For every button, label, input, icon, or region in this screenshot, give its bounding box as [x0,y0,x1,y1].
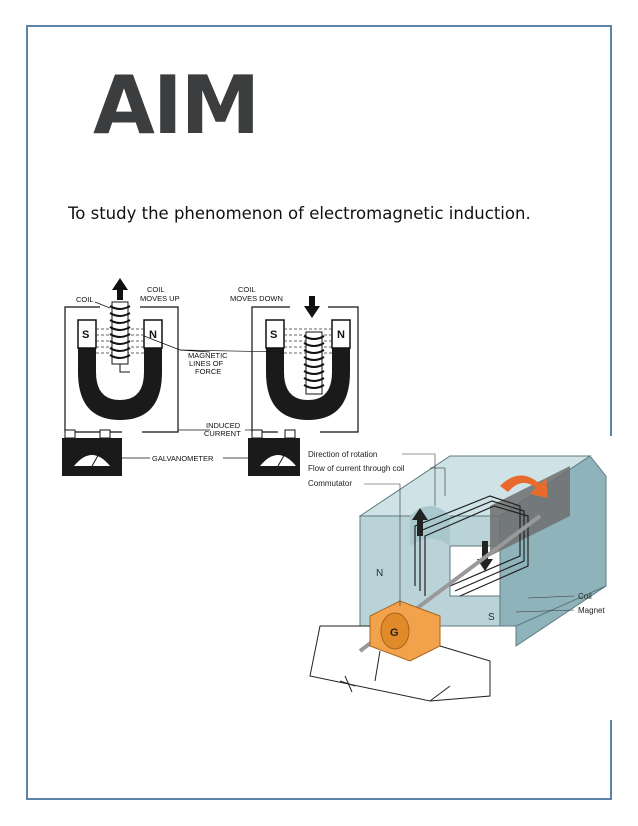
label-coil-moves-down-2: MOVES DOWN [230,294,283,303]
galvanometer-g-label: G [390,627,399,639]
pole-s-label-right: S [270,329,277,341]
pole-n-label: N [376,568,383,579]
arrow-down-icon [304,296,320,318]
circuit-wires [309,625,491,702]
u-magnet [78,322,162,420]
arrow-up-icon [112,278,128,300]
pole-n-label-right: N [337,329,345,341]
commutator: G [369,600,441,662]
galvanometer-left [62,429,122,476]
coil [109,301,131,373]
left-magnet-setup: S N [62,278,179,476]
label-galvanometer: GALVANOMETER [152,454,214,463]
label-magnetic-1: MAGNETIC [188,351,228,360]
coil-loops [414,495,529,597]
pole-n-label: N [149,329,157,341]
pole-s-label: S [82,329,89,341]
label-flow-of-current: Flow of current through coil [308,464,405,473]
page-title: AIM [93,59,260,152]
label-commutator: Commutator [308,479,352,488]
label-induced-2: CURRENT [204,429,241,438]
arrow-up-icon [412,508,428,536]
galvanometer-right [248,429,308,476]
aim-statement: To study the phenomenon of electromagnet… [68,204,531,223]
label-magnet: Magnet [578,606,605,615]
coil-right [303,331,325,395]
label-coil: COIL [76,295,94,304]
magnet-block: N S [358,455,607,647]
label-coil: Coil [578,592,592,601]
label-magnetic-3: FORCE [195,367,221,376]
page-border [26,25,612,800]
label-coil-moves-up-2: MOVES UP [140,294,180,303]
generator-diagram: N S G Direction of rotation Flow of curr… [300,436,614,720]
rotation-arrow-icon [500,475,548,498]
label-coil-moves-up-1: COIL [147,285,165,294]
pole-s-label: S [488,612,495,623]
induction-diagram: S N [62,278,359,476]
right-magnet-setup: S N [248,296,359,476]
label-coil-moves-down-1: COIL [238,285,256,294]
label-induced-1: INDUCED [206,421,241,430]
label-magnetic-2: LINES OF [189,359,224,368]
label-direction-of-rotation: Direction of rotation [308,450,377,459]
